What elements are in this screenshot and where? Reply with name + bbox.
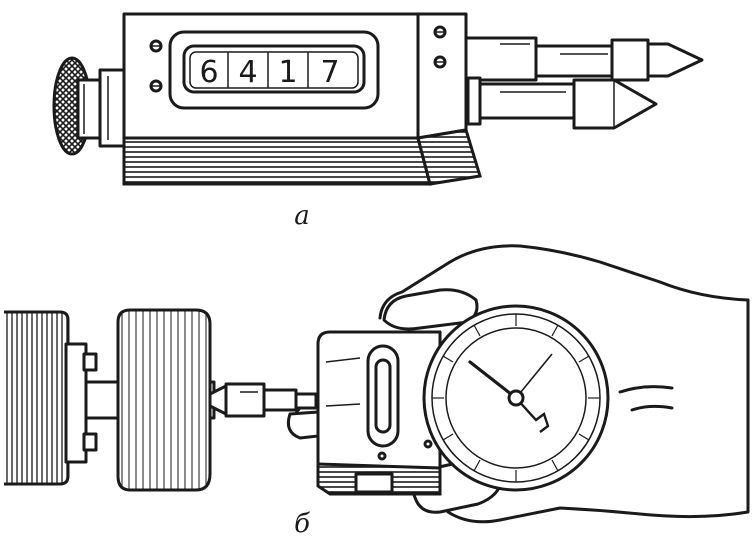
revolution-counter: 6 4 1 7 а [52, 12, 704, 231]
counter-digit: 7 [320, 55, 339, 90]
counter-window: 6 4 1 7 [168, 30, 380, 110]
motor-housing [4, 310, 98, 486]
tachometer-assembly: б [4, 244, 750, 539]
dial-ticks [432, 314, 600, 482]
dial-needle-secondary [515, 353, 553, 399]
tachometer-body [316, 330, 442, 496]
figure-b-label: б [294, 509, 310, 539]
knurled-knob [52, 56, 126, 156]
lower-spindle [464, 76, 658, 130]
counter-digit: 4 [238, 55, 257, 90]
upper-spindle [464, 36, 704, 82]
counter-digit: 6 [199, 55, 218, 90]
dial-needle-tail [515, 397, 550, 433]
dial-needle [468, 360, 518, 400]
rubber-tip [208, 382, 318, 418]
dial-gauge [422, 304, 610, 492]
figure-a-label: а [294, 201, 310, 231]
counter-digit: 1 [278, 55, 297, 90]
pulley [116, 308, 212, 492]
